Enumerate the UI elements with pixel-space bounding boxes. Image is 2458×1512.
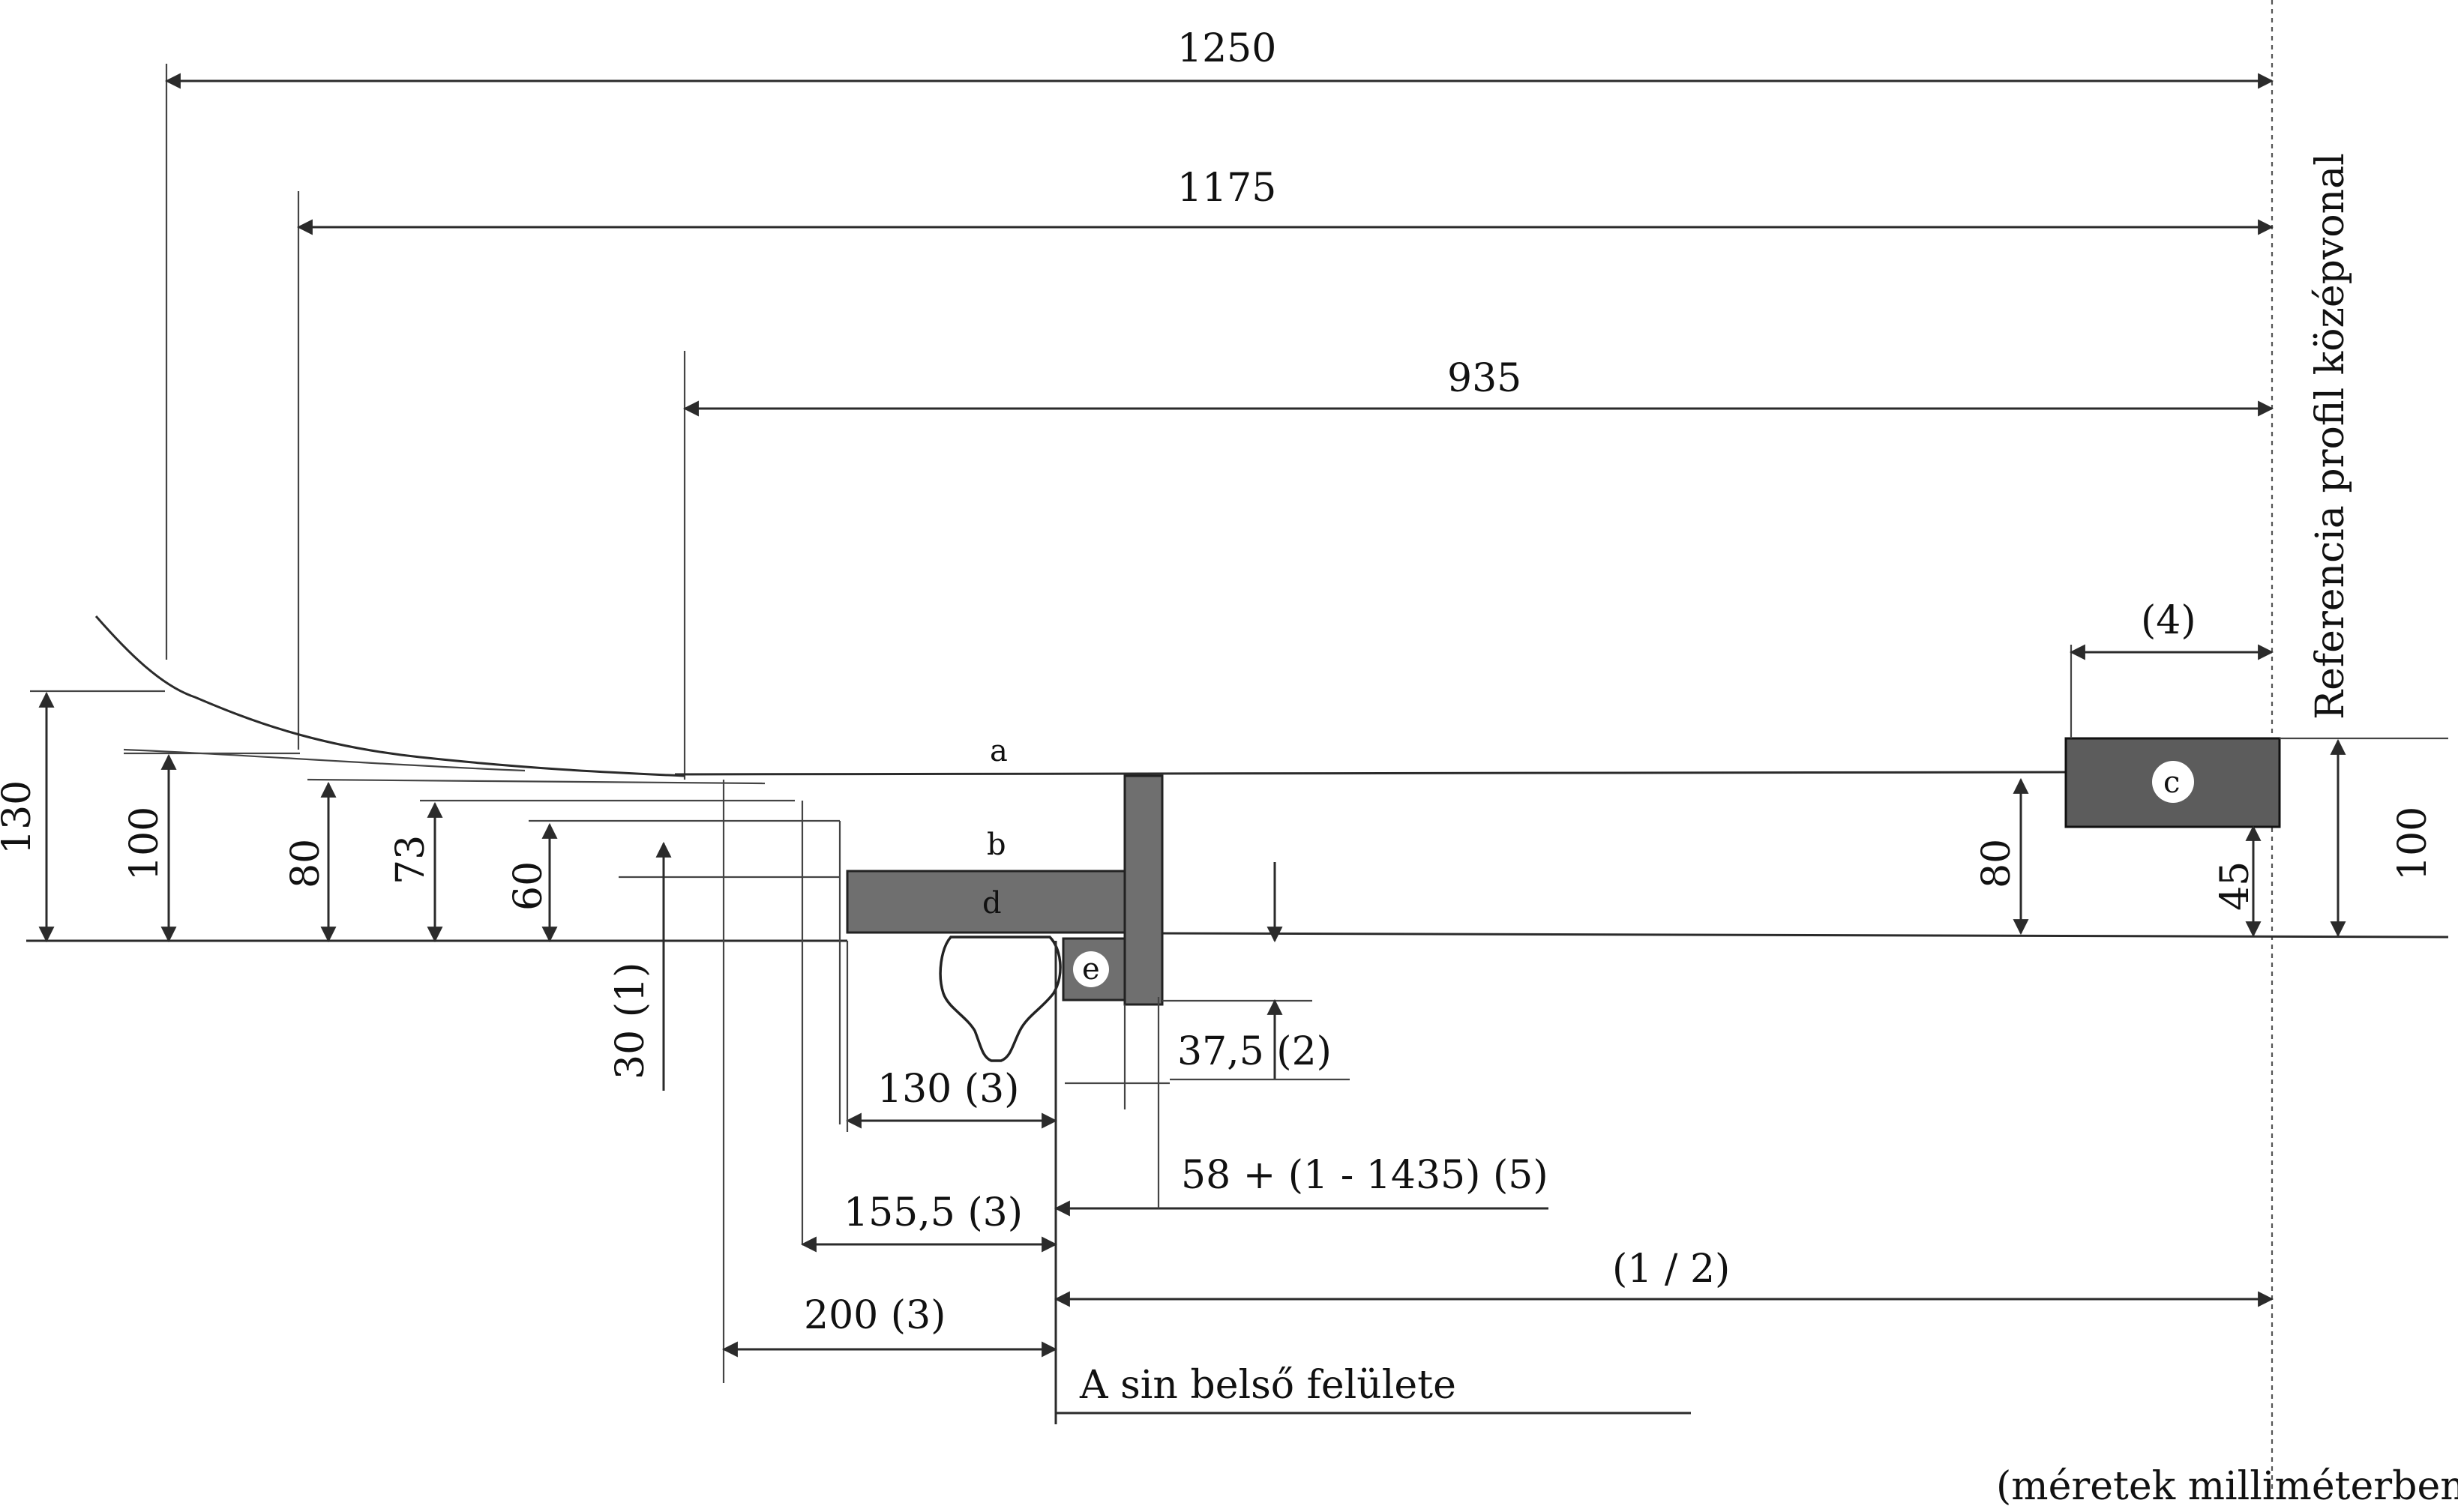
dim-935-label: 935 [1447, 356, 1521, 401]
dim-100-right-label: 100 [2391, 807, 2436, 881]
dim-37-5: 37,5 (2) [1162, 862, 1350, 1081]
label-d: d [982, 886, 1002, 921]
units-note: (méretek milliméterben) [1996, 1464, 2458, 1509]
upper-curve [94, 615, 685, 777]
dim-30-1: 30 (1) [608, 841, 840, 1091]
line-a [674, 771, 2067, 776]
dim-60-label: 60 [506, 861, 551, 911]
dim-45-label: 45 [2213, 861, 2258, 911]
label-a: a [990, 734, 1008, 768]
dim-4-label: (4) [2141, 598, 2196, 643]
dim-100-right: 100 [2280, 737, 2448, 938]
dim-37-5-label: 37,5 (2) [1177, 1029, 1332, 1074]
dim-73: 73 [388, 799, 795, 943]
check-rail-hatch [1123, 774, 1164, 1006]
dim-1250-label: 1250 [1177, 26, 1276, 71]
dim-4: (4) [2069, 598, 2274, 738]
dim-80-right-label: 80 [1974, 839, 2019, 888]
dim-130-3-label: 130 (3) [877, 1067, 1019, 1112]
dim-80-left-label: 80 [283, 839, 328, 888]
dim-60: 60 [506, 819, 840, 943]
dim-100-left: 100 [122, 752, 300, 943]
dim-100-left-label: 100 [122, 807, 167, 881]
dim-1250: 1250 [164, 26, 2274, 660]
dim-155-5-label: 155,5 (3) [844, 1190, 1023, 1235]
rail-profile [939, 936, 1062, 1062]
dim-130-label: 130 [0, 780, 40, 855]
label-c: c [2163, 765, 2180, 800]
dim-130-3: 130 (3) [845, 941, 1170, 1132]
dim-935: 935 [682, 351, 2274, 780]
dim-200-3-label: 200 (3) [804, 1293, 946, 1338]
dim-73-label: 73 [388, 835, 433, 885]
dim-1-2-label: (1 / 2) [1612, 1247, 1730, 1292]
label-e: e [1082, 952, 1100, 987]
dim-30-1-label: 30 (1) [608, 963, 653, 1079]
dim-58-label: 58 + (1 - 1435) (5) [1181, 1153, 1548, 1198]
reference-line-label: Referencia profil középvonal [2308, 153, 2353, 720]
dim-45: 45 [2213, 825, 2262, 938]
dim-1-2: (1 / 2) [1054, 1247, 2274, 1307]
label-b: b [987, 828, 1006, 862]
dim-58: 58 + (1 - 1435) (5) [1054, 997, 1548, 1217]
dim-1175: 1175 [296, 166, 2274, 750]
dim-1175-label: 1175 [1177, 166, 1276, 211]
dim-200-3: 200 (3) [721, 1293, 1058, 1358]
dim-80-left: 80 [283, 778, 766, 943]
dim-80-right: 80 [1974, 777, 2029, 936]
rail-inner-surface-label: A sin belső felülete [1079, 1363, 1456, 1408]
dim-155-5: 155,5 (3) [800, 1190, 1058, 1253]
dim-130: 130 [0, 690, 165, 943]
